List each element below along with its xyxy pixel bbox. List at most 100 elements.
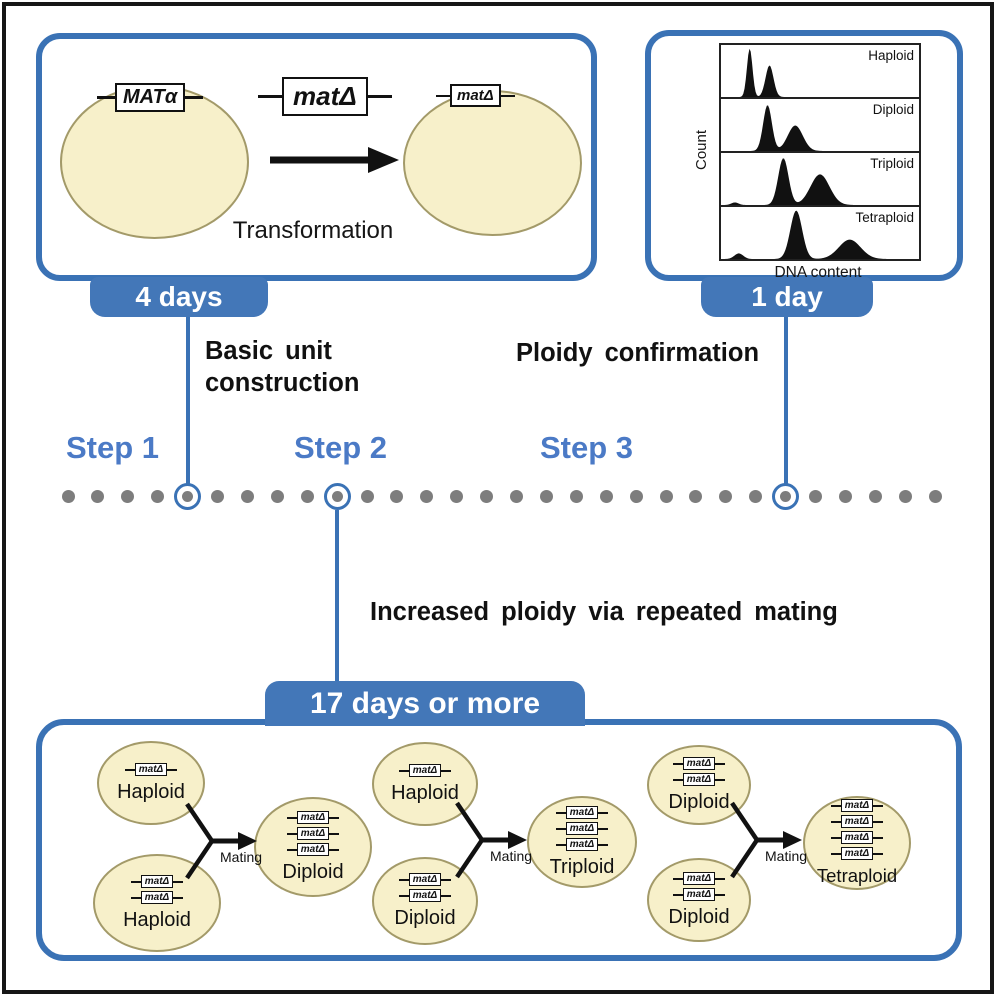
gene-flank-line — [598, 827, 609, 830]
flow-histogram — [721, 158, 919, 205]
cell-diploid: matΔ matΔ matΔ Diploid — [254, 797, 372, 897]
gene-flank-line — [715, 877, 726, 880]
gene-flank-line — [672, 762, 683, 765]
timeline-dot — [211, 490, 224, 503]
timeline-dot — [719, 490, 733, 503]
basic-unit-line1: Basic unit — [205, 337, 332, 365]
flow-y-axis-label: Count — [693, 129, 710, 171]
connector-line-step2 — [335, 510, 339, 683]
gene-flank-line — [286, 848, 297, 851]
gene-flank-line — [441, 894, 452, 897]
mating-fork-arrow — [455, 801, 527, 879]
gene-box: matΔ — [682, 757, 716, 770]
timeline-dot — [599, 490, 613, 503]
cell-ploidy-label: Haploid — [117, 781, 185, 803]
flow-panel-label: Tetraploid — [855, 210, 914, 225]
gene-box: matΔ — [134, 763, 168, 776]
timeline-dot — [780, 491, 792, 502]
duration-badge-1-day: 1 day — [701, 277, 873, 317]
transformation-panel: MATα matΔ matΔ Transformation — [36, 33, 597, 281]
gene-box: matΔ — [565, 822, 599, 835]
timeline-dot — [240, 490, 254, 503]
gene-flank-line — [715, 778, 726, 781]
flow-histogram — [721, 105, 919, 151]
cell-mat-delta — [403, 90, 582, 236]
gene-construct: matΔ — [398, 889, 452, 902]
timeline-dot — [809, 490, 822, 503]
timeline-dot — [898, 490, 912, 503]
gene-flank-line — [167, 768, 178, 771]
gene-flank-line — [555, 843, 566, 846]
flow-panel-diploid: Diploid — [721, 99, 919, 153]
gene-construct: matΔ — [286, 843, 340, 856]
connector-line-step1 — [186, 315, 190, 484]
gene-flank-line — [436, 94, 450, 97]
transformation-arrow — [270, 147, 399, 173]
timeline-dot — [331, 491, 343, 502]
gene-box: matΔ — [296, 811, 330, 824]
timeline-dot — [569, 490, 583, 503]
flow-panel-label: Triploid — [870, 156, 914, 171]
gene-flank-line — [873, 804, 884, 807]
flow-x-axis-label: DNA content — [774, 264, 862, 281]
gene-flank-line — [185, 96, 204, 99]
gene-construct: matΔ — [130, 891, 184, 904]
gene-construct: matΔ — [130, 875, 184, 888]
step-1-label: Step 1 — [66, 430, 160, 465]
gene-construct-insert: matΔ — [258, 77, 392, 116]
cell-ploidy-label: Diploid — [394, 907, 456, 929]
gene-construct-mat-alpha: MATα — [97, 83, 204, 112]
timeline-dot — [420, 490, 434, 503]
timeline-step-marker — [174, 483, 202, 510]
cell-ploidy-label: Haploid — [123, 909, 191, 931]
gene-construct: matΔ — [672, 872, 726, 885]
mating-fork-arrow — [730, 801, 802, 879]
timeline-dot — [450, 490, 464, 503]
gene-flank-line — [173, 896, 184, 899]
timeline-dot — [270, 490, 284, 503]
gene-flank-line — [173, 880, 184, 883]
gene-box: matΔ — [140, 891, 174, 904]
cell-haploid: matΔ matΔ Haploid — [93, 854, 221, 952]
gene-flank-line — [672, 893, 683, 896]
step-2-label: Step 2 — [294, 430, 388, 465]
gene-construct: matΔ — [830, 831, 884, 844]
gene-flank-line — [715, 893, 726, 896]
timeline-dot — [182, 491, 194, 502]
gene-construct: matΔ — [124, 763, 178, 776]
gene-flank-line — [97, 96, 115, 99]
cell-ploidy-label: Diploid — [282, 861, 344, 883]
gene-flank-line — [555, 811, 566, 814]
gene-box: matΔ — [840, 847, 874, 860]
gene-construct: matΔ — [286, 827, 340, 840]
flow-histogram — [721, 210, 919, 259]
timeline-dot — [390, 490, 404, 503]
gene-flank-line — [830, 820, 841, 823]
gene-box: matΔ — [682, 872, 716, 885]
timeline-dot — [749, 490, 763, 503]
timeline-dot — [928, 490, 942, 503]
gene-box: matΔ — [408, 889, 442, 902]
timeline-step-marker — [323, 483, 351, 510]
step-3-label: Step 3 — [540, 430, 634, 465]
transformation-caption: Transformation — [232, 217, 394, 244]
gene-flank-line — [830, 852, 841, 855]
timeline-dot — [659, 490, 673, 503]
flow-panel-tetraploid: Tetraploid — [721, 207, 919, 259]
timeline-dot — [151, 490, 165, 503]
gene-flank-line — [286, 816, 297, 819]
gene-flank-line — [258, 95, 282, 98]
gene-box: matΔ — [408, 873, 442, 886]
gene-flank-line — [329, 832, 340, 835]
gene-flank-line — [367, 95, 392, 98]
duration-badge-4-days: 4 days — [90, 277, 268, 317]
gene-construct: matΔ — [672, 773, 726, 786]
gene-box: matΔ — [408, 764, 442, 777]
gene-construct-mat-delta: matΔ — [436, 84, 515, 107]
